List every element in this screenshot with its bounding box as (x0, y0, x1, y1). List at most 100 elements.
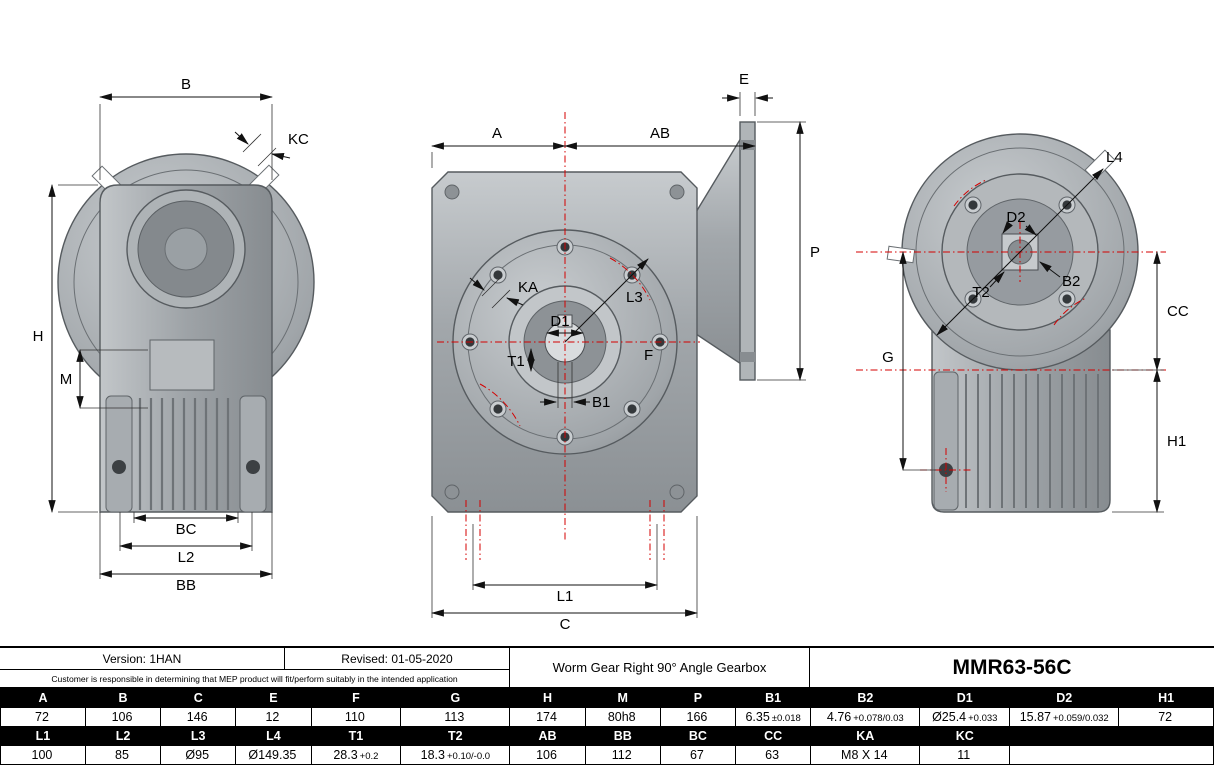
dim-value: 85 (84, 745, 162, 765)
dim-header: L4 (235, 726, 312, 746)
dim-value: 63 (735, 745, 812, 765)
dim-header: KA (810, 726, 921, 746)
model-number: MMR63-56C (952, 655, 1072, 679)
dim-header: A (0, 688, 86, 708)
face-view: A AB E P KA L3 D1 T1 F B1 (430, 71, 820, 633)
dim-value: 112 (584, 745, 661, 765)
product-title: Worm Gear Right 90° Angle Gearbox (510, 648, 810, 687)
dim-value: 11 (919, 745, 1011, 765)
dim-label-d2: D2 (1006, 209, 1025, 226)
dim-label-a: A (492, 125, 502, 142)
table-value-row-2: 100 85 Ø95 Ø149.35 28.3+0.2 18.3+0.10/-0… (0, 745, 1214, 765)
dim-value: 12 (235, 707, 312, 727)
dim-label-t1: T1 (507, 353, 525, 370)
rear-fins (965, 374, 1099, 508)
mount-hole (246, 460, 260, 474)
dim-label-m: M (60, 371, 73, 388)
dim-value: 80h8 (584, 707, 661, 727)
dim-header: AB (509, 726, 586, 746)
dim-header-blank (1009, 726, 1214, 746)
dim-value: 106 (509, 745, 586, 765)
title-block-left: Version: 1HAN Revised: 01-05-2020 Custom… (0, 648, 510, 687)
dim-value: 72 (0, 707, 86, 727)
dim-value: 67 (659, 745, 737, 765)
cooling-fins (138, 398, 230, 510)
dim-header: D1 (919, 688, 1011, 708)
dim-value: 15.87+0.059/0.032 (1009, 707, 1120, 727)
dim-value: 6.35±0.018 (735, 707, 812, 727)
dim-header: D2 (1009, 688, 1120, 708)
bolt-boss-left (105, 395, 133, 513)
rear-boss-rib (933, 371, 959, 511)
dim-header: CC (735, 726, 812, 746)
title-block: Version: 1HAN Revised: 01-05-2020 Custom… (0, 646, 1214, 688)
dim-header: G (400, 688, 511, 708)
revised-label: Revised: 01-05-2020 (341, 651, 453, 666)
dim-value: 18.3+0.10/-0.0 (400, 745, 511, 765)
dim-header: F (310, 688, 402, 708)
dim-header: L1 (0, 726, 86, 746)
table-header-row-2: L1 L2 L3 L4 T1 T2 AB BB BC CC KA KC (0, 726, 1214, 746)
disclaimer-text: Customer is responsible in determining t… (51, 673, 458, 684)
dim-label-d1: D1 (550, 313, 569, 330)
dim-value: 106 (84, 707, 162, 727)
table-header-row-1: A B C E F G H M P B1 B2 D1 D2 H1 (0, 688, 1214, 708)
dim-value: 28.3+0.2 (310, 745, 402, 765)
dim-value: Ø25.4+0.033 (919, 707, 1011, 727)
dim-label-h: H (33, 328, 44, 345)
rear-view: L4 D2 B2 T2 CC H1 G (856, 133, 1189, 514)
dim-label-f: F (644, 347, 653, 364)
dim-label-h1: H1 (1167, 433, 1186, 450)
dim-label-l3: L3 (626, 289, 643, 306)
dim-label-bb: BB (176, 577, 196, 594)
dim-value: 110 (310, 707, 402, 727)
dim-label-p: P (810, 244, 820, 261)
technical-drawing: B KC H M BC L2 BB (33, 71, 1189, 633)
dim-label-cc: CC (1167, 303, 1189, 320)
dim-label-kc: KC (288, 131, 309, 148)
dim-header: T1 (310, 726, 402, 746)
dim-label-b: B (181, 76, 191, 93)
dim-label-c: C (560, 616, 571, 633)
dim-header: KC (919, 726, 1011, 746)
nameplate (149, 339, 215, 391)
table-value-row-1: 72 106 146 12 110 113 174 80h8 166 6.35±… (0, 707, 1214, 727)
dim-label-g: G (882, 349, 894, 366)
dim-label-bc: BC (176, 521, 197, 538)
dim-value: 174 (509, 707, 586, 727)
dim-value: 4.76+0.078/0.03 (810, 707, 921, 727)
dim-header: L2 (84, 726, 162, 746)
bolt-boss-right (239, 395, 267, 513)
dim-header: C (160, 688, 237, 708)
dim-header: E (235, 688, 312, 708)
dim-header: BB (584, 726, 661, 746)
dim-header: H1 (1118, 688, 1214, 708)
dim-label-b2: B2 (1062, 273, 1080, 290)
dim-value-blank (1009, 745, 1214, 765)
dim-header: H (509, 688, 586, 708)
dim-label-l2: L2 (178, 549, 195, 566)
dim-header: B1 (735, 688, 812, 708)
dim-header: P (659, 688, 737, 708)
dim-label-ab: AB (650, 125, 670, 142)
rear-housing (931, 329, 1111, 513)
motor-flange (739, 121, 756, 381)
dim-label-e: E (739, 71, 749, 88)
dim-header: L3 (160, 726, 237, 746)
version-label: Version: 1HAN (0, 648, 285, 669)
dim-header: T2 (400, 726, 511, 746)
dim-label-b1: B1 (592, 394, 610, 411)
dim-value: 166 (659, 707, 737, 727)
dim-value: M8 X 14 (810, 745, 921, 765)
dim-header: BC (659, 726, 737, 746)
mount-hole (112, 460, 126, 474)
dim-value: Ø149.35 (235, 745, 312, 765)
dim-header: B (84, 688, 162, 708)
dimension-table: A B C E F G H M P B1 B2 D1 D2 H1 72 106 … (0, 688, 1214, 765)
front-view: B KC H M BC L2 BB (33, 76, 315, 594)
dim-value: 100 (0, 745, 86, 765)
dim-label-l1: L1 (557, 588, 574, 605)
dim-label-ka: KA (518, 279, 538, 296)
dim-label-t2: T2 (972, 284, 990, 301)
dim-value: 113 (400, 707, 511, 727)
